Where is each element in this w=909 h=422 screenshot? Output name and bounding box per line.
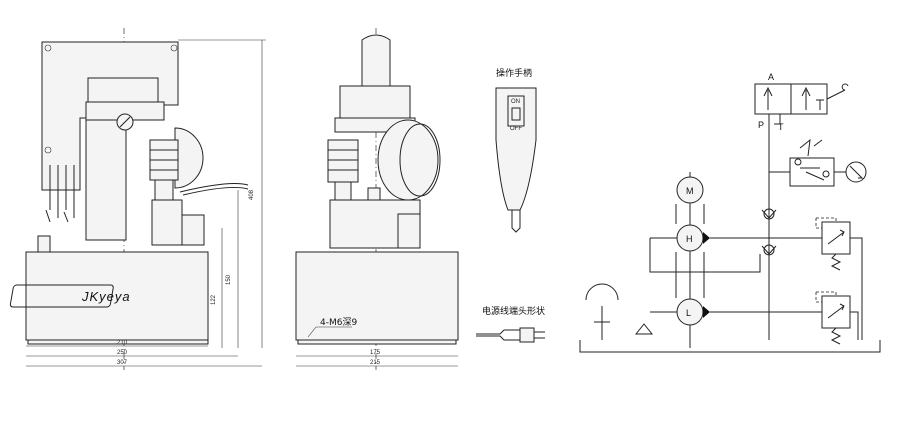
brand-logo: JKyeya [81, 289, 131, 304]
remote-handle [495, 87, 537, 211]
plug-title: 电源线端头形状 [482, 305, 545, 317]
motor-label: M [686, 186, 694, 196]
dim-307: 307 [117, 360, 128, 366]
oil-tank [25, 251, 209, 341]
dim-122: 122 [211, 294, 217, 305]
dim-210: 210 [117, 340, 128, 346]
handle-on: ON [511, 99, 520, 105]
handle-off: OFF [510, 126, 522, 132]
hydraulic-schematic: A P T M H L [579, 72, 881, 353]
dim-250: 250 [117, 350, 128, 356]
dim-height: 408 [249, 189, 255, 200]
dim-175: 175 [370, 350, 381, 356]
pump-h-label: H [686, 234, 693, 244]
mount-holes-label: 4-M6深9 [320, 317, 357, 328]
side-view: 4-M6深9 175 215 [295, 28, 459, 370]
handle-title: 操作手柄 [496, 67, 532, 79]
port-a: A [768, 72, 774, 82]
dim-150: 150 [226, 274, 232, 285]
side-tank [295, 251, 459, 341]
motor-body [85, 119, 127, 241]
motor-cap [87, 77, 159, 103]
motor-symbol [676, 176, 704, 204]
front-view: JKyeya 408 150 122 210 250 307 [9, 28, 266, 370]
dim-215: 215 [370, 360, 381, 366]
port-t: T [778, 122, 784, 132]
handle-detail: 操作手柄 ON OFF [495, 67, 537, 233]
pump-l-label: L [686, 308, 691, 318]
plug-detail: 电源线端头形状 [476, 305, 545, 343]
port-p: P [758, 120, 764, 130]
